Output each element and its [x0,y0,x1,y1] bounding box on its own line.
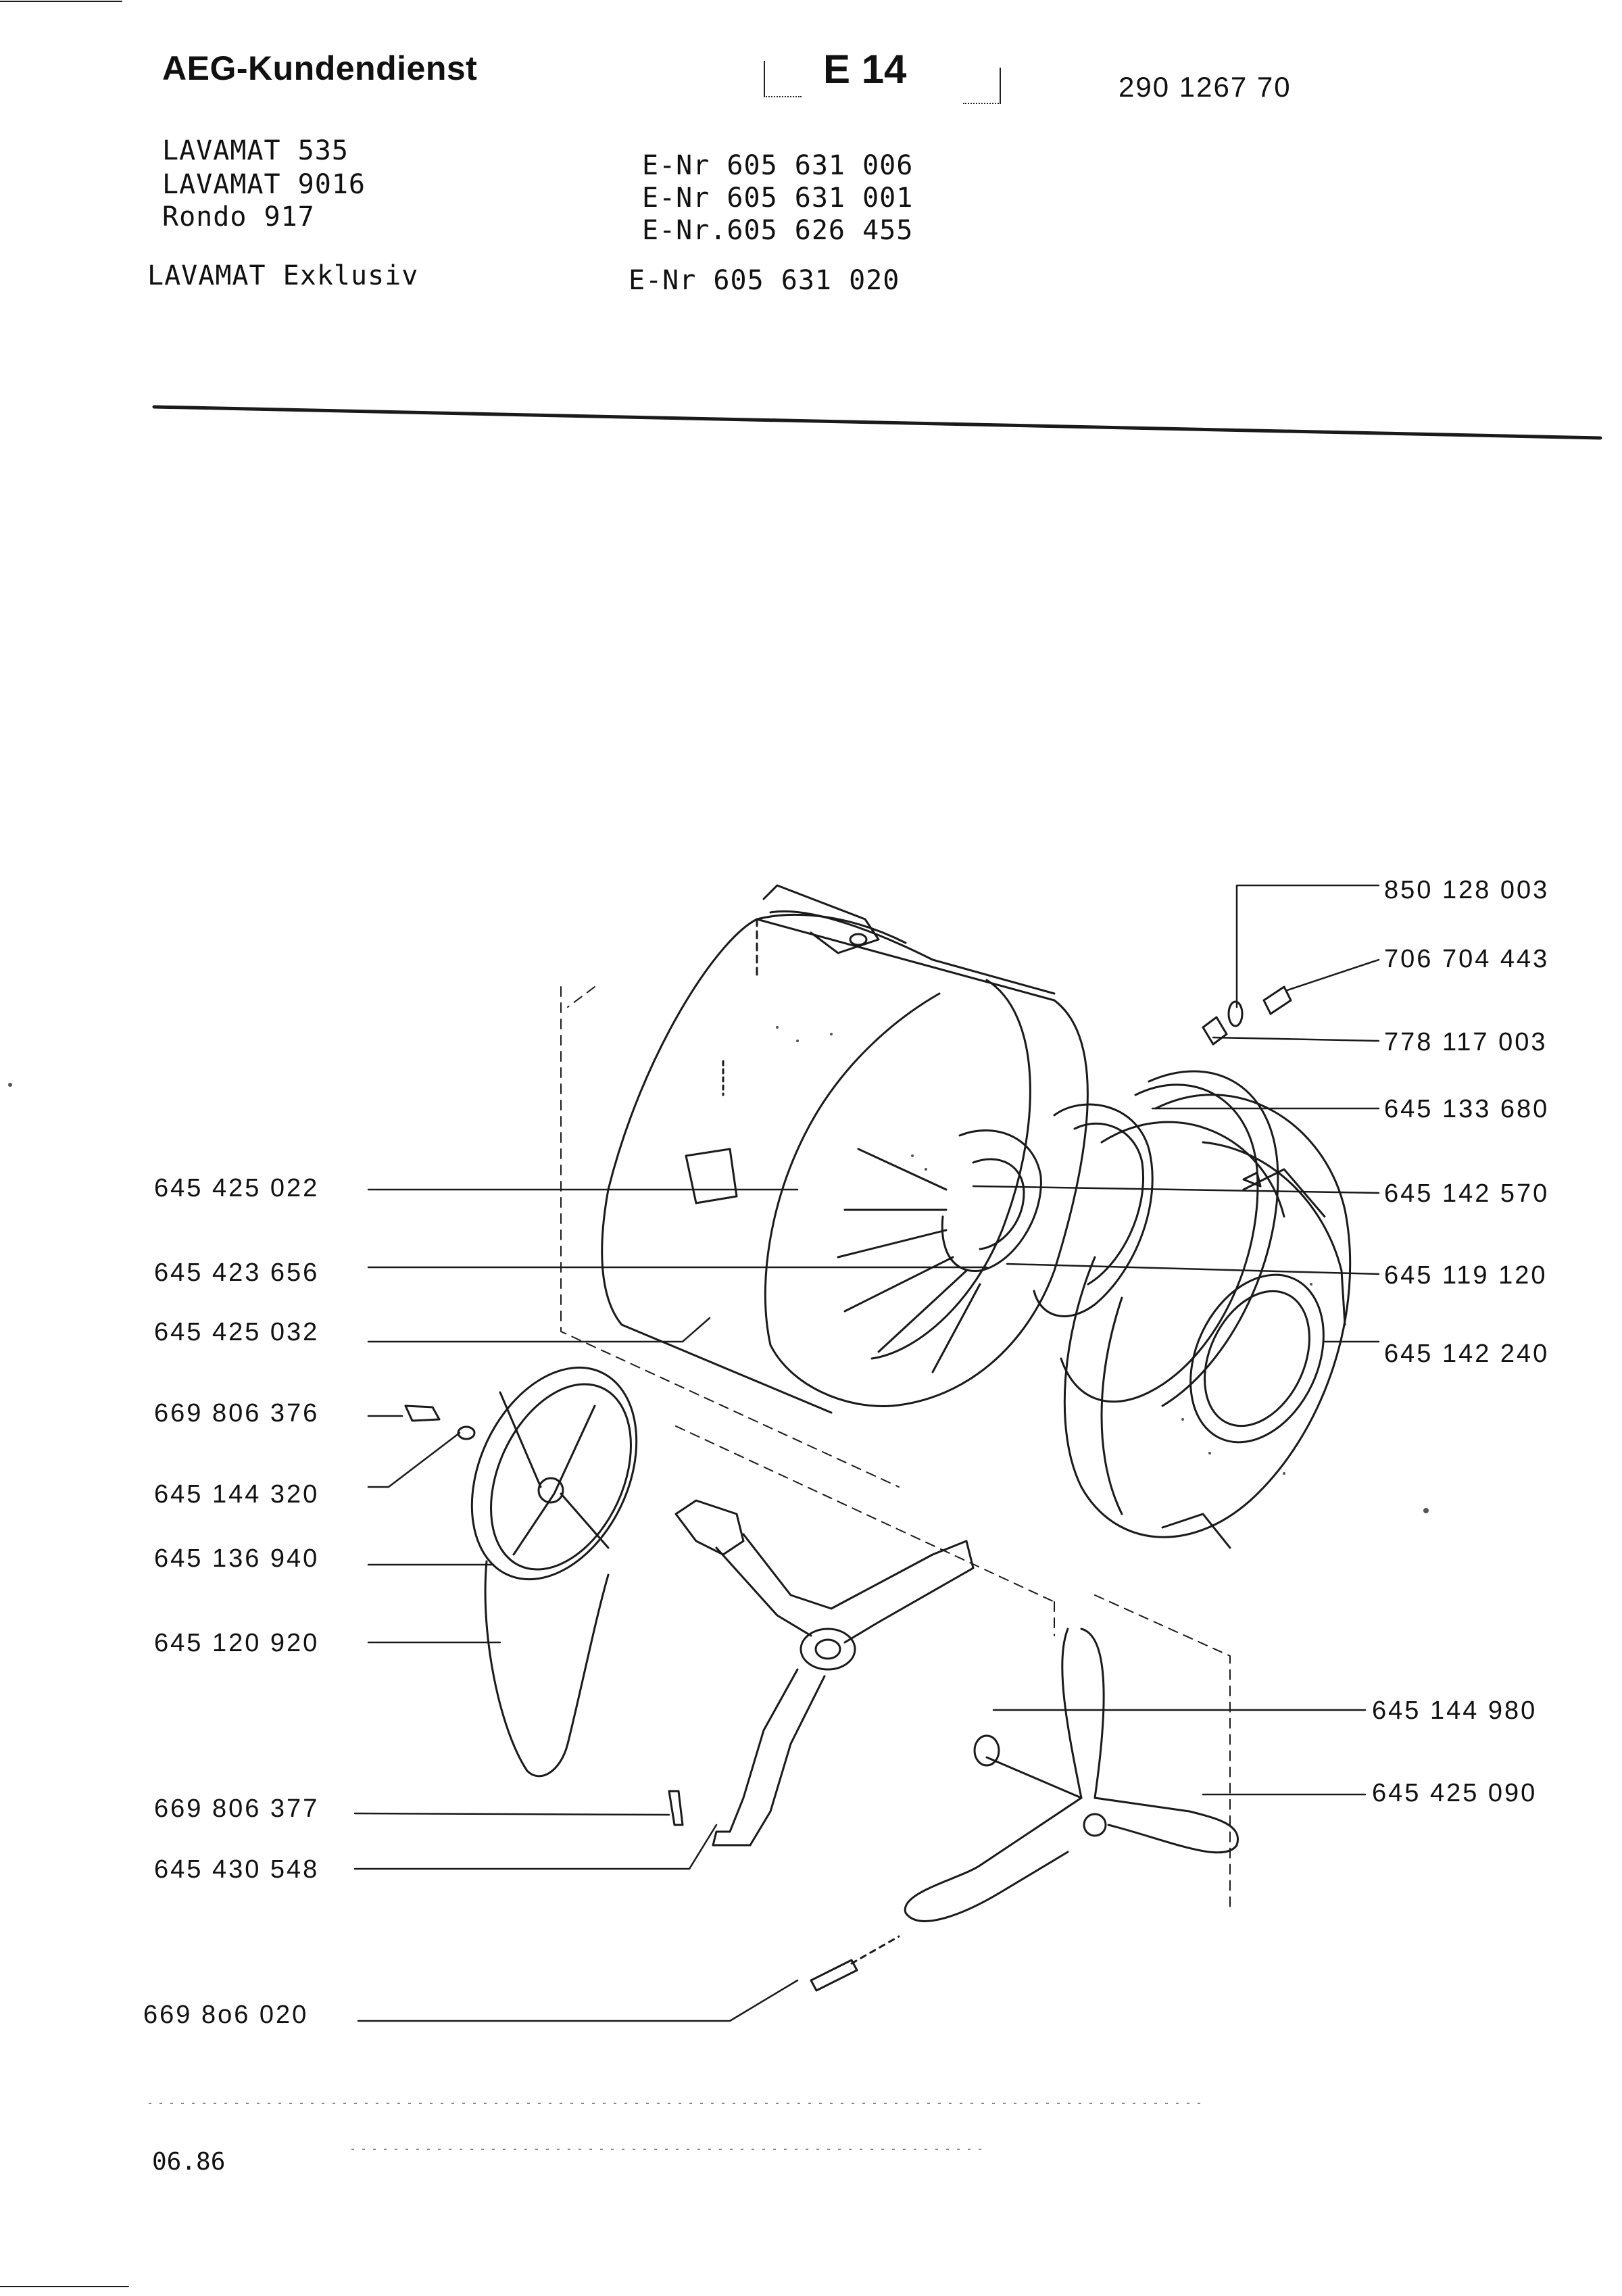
part-number-label: 669 806 377 [154,1794,320,1823]
part-number-label: 645 425 090 [1372,1779,1538,1807]
document-number: 290 1267 70 [1119,71,1292,103]
part-number-label: 645 425 022 [154,1174,320,1202]
sheet-bracket-right [963,68,1001,104]
footer-divider [149,2103,1203,2150]
brand-title: AEG-Kundendienst [162,49,478,87]
part-number-label: 850 128 003 [1384,876,1550,904]
bearing-ring-drawing [1033,1070,1279,1407]
cross-screw-drawing [668,1790,684,1826]
assembly-axes [560,986,1231,1913]
speckle-marks [8,1026,1429,1513]
revision-date: 06.86 [152,2148,226,2176]
part-number-label: 669 8o6 020 [143,2001,309,2029]
drum-cross-drawing [674,1499,975,1847]
top-fasteners-drawing [1202,985,1292,1188]
part-number-label: 645 119 120 [1384,1261,1548,1290]
outer-tub-drawing [601,884,1089,1414]
part-number-label: 645 142 240 [1384,1340,1550,1368]
leader-lines [353,884,1380,2022]
part-number-label: 645 120 920 [154,1629,320,1657]
part-number-label: 645 425 032 [154,1318,320,1346]
part-number-label: 645 142 570 [1384,1179,1550,1208]
model-name: LAVAMAT 9016 [162,169,366,200]
model-enr: E-Nr 605 631 006 [642,150,914,181]
part-number-label: 645 144 980 [1372,1696,1538,1725]
sheet-bracket-left [764,61,802,97]
part-number-label: 669 806 376 [154,1399,320,1427]
part-number-label: 778 117 003 [1384,1028,1548,1056]
pulley-screw-drawing [404,1405,476,1440]
model-enr: E-Nr 605 631 020 [629,265,900,296]
model-enr: E-Nr.605 626 455 [642,215,914,246]
model-enr: E-Nr 605 631 001 [642,182,914,214]
model-name: Rondo 917 [162,201,315,233]
tub-front-drawing [1063,1094,1352,1549]
part-number-label: 645 430 548 [154,1855,320,1884]
model-name: LAVAMAT 535 [162,135,349,166]
sheet-id: E 14 [823,47,907,92]
part-number-label: 645 423 656 [154,1259,320,1287]
part-number-label: 645 133 680 [1384,1095,1550,1123]
pulley-drawing [470,1366,638,1778]
part-number-label: 645 136 940 [154,1544,320,1573]
model-name: LAVAMAT Exklusiv [147,260,419,291]
header-divider [152,405,1602,440]
bottom-screw-drawing [810,1935,900,1992]
part-number-label: 645 144 320 [154,1480,320,1509]
part-number-label: 706 704 443 [1384,945,1550,973]
lower-spider-drawing [904,1628,1239,1922]
